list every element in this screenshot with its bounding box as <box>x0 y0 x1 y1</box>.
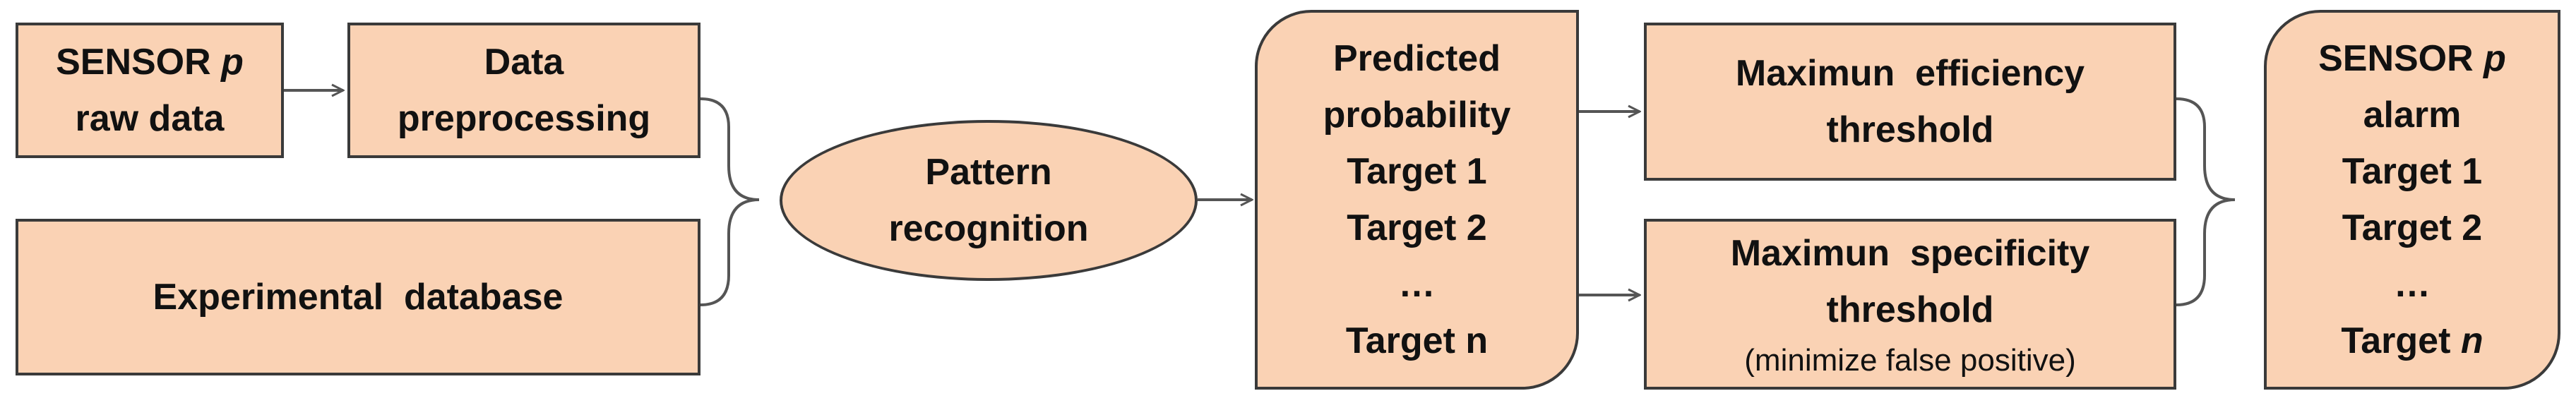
alarm-line2: alarm <box>2363 95 2462 136</box>
predicted-line1: Predicted <box>1333 38 1501 79</box>
max-efficiency-threshold-box: Maximun efficiency threshold <box>1644 23 2176 181</box>
predicted-line5: … <box>1398 264 1436 305</box>
predicted-probability-box: Predicted probability Target 1 Target 2 … <box>1255 10 1579 390</box>
alarm-line3: Target 1 <box>2342 151 2483 192</box>
alarm-line4: Target 2 <box>2342 207 2483 248</box>
alarm-line6: Target n <box>2341 320 2483 361</box>
data-preprocessing-box: Data preprocessing <box>347 23 700 158</box>
sensor-raw-data-box: SENSOR p raw data <box>16 23 284 158</box>
efficiency-line2: threshold <box>1826 109 1994 150</box>
experimental-database-box: Experimental database <box>16 219 700 375</box>
max-specificity-threshold-box: Maximun specificity threshold (minimize … <box>1644 219 2176 390</box>
specificity-line2: threshold <box>1826 289 1994 330</box>
specificity-line1: Maximun specificity <box>1730 233 2090 274</box>
brace-inputs-merge <box>700 97 760 306</box>
sensor-raw-line2: raw data <box>75 98 225 139</box>
predicted-line2: probability <box>1323 95 1511 136</box>
predicted-line3: Target 1 <box>1347 151 1487 192</box>
alarm-line5: … <box>2394 264 2431 305</box>
pattern-recognition-ellipse: Pattern recognition <box>780 120 1198 281</box>
preprocessing-line1: Data <box>484 42 564 83</box>
experimental-database-label: Experimental database <box>153 277 564 318</box>
alarm-line1: SENSOR p <box>2318 38 2506 79</box>
sensor-raw-line1: SENSOR p <box>56 42 244 83</box>
pattern-line2: recognition <box>888 208 1089 249</box>
specificity-note: (minimize false positive) <box>1744 343 2076 378</box>
predicted-line4: Target 2 <box>1347 207 1487 248</box>
predicted-line6: Target n <box>1345 320 1489 361</box>
pattern-line1: Pattern <box>925 152 1052 193</box>
sensor-alarm-box: SENSOR p alarm Target 1 Target 2 … Targe… <box>2264 10 2560 390</box>
preprocessing-line2: preprocessing <box>397 98 651 139</box>
brace-thresholds-merge <box>2176 97 2236 306</box>
efficiency-line1: Maximun efficiency <box>1735 53 2085 94</box>
